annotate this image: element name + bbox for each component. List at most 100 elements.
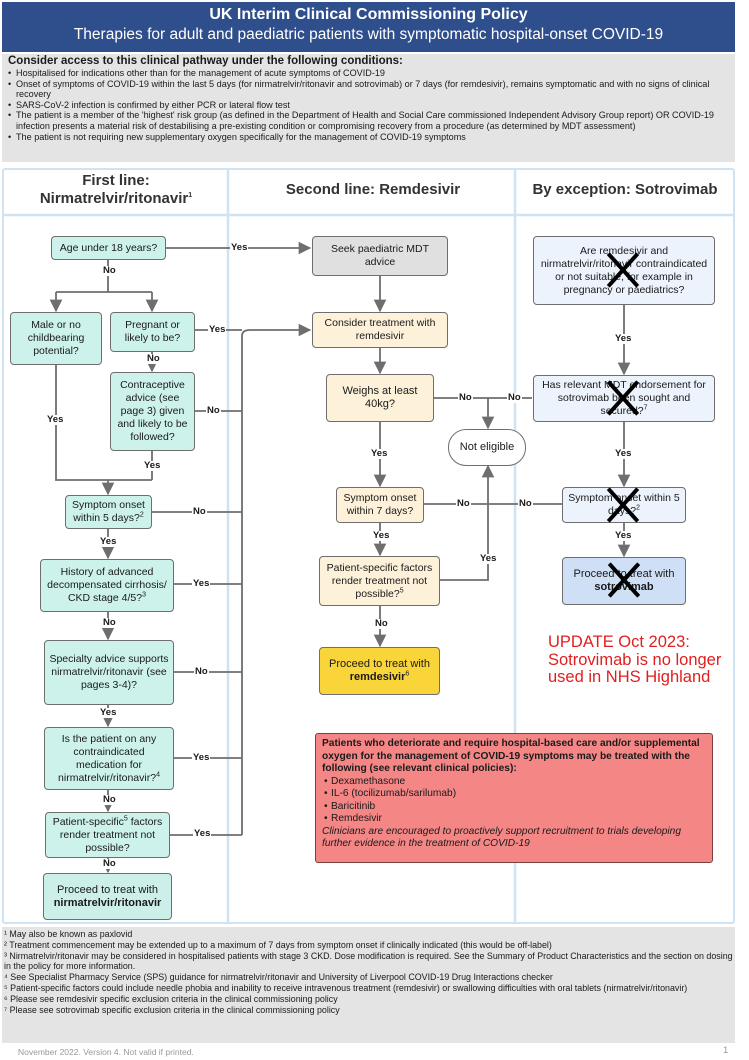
contraindicated-medication-box: Is the patient on any contraindicated me… (44, 727, 174, 790)
symptom-onset-5-box: Symptom onset within 5 days?2 (65, 495, 152, 529)
box-text: Specialty advice supports nirmatrelvir/r… (49, 653, 169, 691)
footnote-ref: 2 (139, 511, 144, 519)
first-line-drug: Nirmatrelvir/ritonavir1 (6, 190, 226, 208)
footnote: ² Treatment commencement may be extended… (4, 939, 552, 950)
box-text-main: Is the patient on any contraindicated me… (58, 732, 157, 784)
deterioration-list: Dexamethasone IL-6 (tocilizumab/sariluma… (322, 776, 706, 826)
label-no: No (146, 353, 161, 364)
cross-out-icon (606, 381, 640, 415)
male-question-box: Male or no childbearing potential? (10, 312, 102, 365)
box-text: Seek paediatric MDT advice (330, 243, 430, 268)
label-yes: Yes (193, 828, 212, 839)
label-yes: Yes (370, 448, 389, 459)
box-text: Is the patient on any contraindicated me… (48, 733, 170, 785)
label-no: No (518, 498, 533, 509)
condition-item: Hospitalised for indications other than … (8, 68, 729, 79)
box-text-main: Symptom onset within 5 days? (72, 499, 145, 524)
box-text: Patient-specific5 factors render treatme… (49, 815, 166, 855)
label-yes: Yes (192, 752, 211, 763)
patient-specific-factors-box: Patient-specific5 factors render treatme… (45, 812, 170, 858)
label-yes: Yes (46, 414, 65, 425)
contraceptive-question-box: Contraceptive advice (see page 3) given … (110, 372, 195, 451)
policy-subtitle: Therapies for adult and paediatric patie… (73, 26, 664, 43)
deterioration-box: Patients who deteriorate and require hos… (315, 733, 713, 863)
label-yes: Yes (614, 530, 633, 541)
cross-out-icon (607, 563, 641, 597)
sotrovimab-contraindication-box: Are remdesivir and nirmatrelvir/ritonavi… (533, 236, 715, 305)
cross-out-icon (606, 488, 640, 522)
conditions-list: Hospitalised for indications other than … (8, 68, 729, 142)
label-no: No (206, 405, 221, 416)
label-yes: Yes (99, 707, 118, 718)
label-yes: Yes (99, 536, 118, 547)
column-header-first-line: First line: Nirmatrelvir/ritonavir1 (6, 172, 226, 208)
label-no: No (194, 666, 209, 677)
proceed-remdesivir-box: Proceed to treat with remdesivir6 (319, 647, 440, 695)
footnote: ⁵ Patient-specific factors could include… (4, 982, 688, 993)
label-no: No (192, 506, 207, 517)
label-no: No (102, 794, 117, 805)
footnote-ref: 5 (399, 587, 404, 594)
box-text: Proceed to treat with (329, 658, 430, 670)
condition-item: The patient is a member of the 'highest'… (8, 110, 729, 131)
cirrhosis-question-box: History of advanced decompensated cirrho… (40, 559, 174, 612)
condition-item: The patient is not requiring new supplem… (8, 132, 729, 143)
not-eligible-terminal: Not eligible (448, 429, 526, 466)
box-text: Patient-specific factors render treatmen… (323, 562, 436, 601)
box-text: Age under 18 years? (59, 241, 158, 254)
pathway-panel (2, 168, 735, 924)
conditions-section: Consider access to this clinical pathway… (2, 54, 735, 162)
deterioration-note: Clinicians are encouraged to proactively… (322, 825, 682, 850)
symptom-onset-7-box: Symptom onset within 7 days? (336, 487, 424, 523)
column-header-second-line: Second line: Remdesivir (285, 181, 461, 198)
box-text: History of advanced decompensated cirrho… (44, 566, 170, 605)
label-no: No (374, 618, 389, 629)
footnote-ref: 6 (405, 670, 410, 678)
box-text-drug-wrap: remdesivir6 (349, 670, 410, 684)
deterioration-item: Dexamethasone (322, 776, 706, 789)
label-no: No (102, 265, 117, 276)
patient-factors-remdesivir-box: Patient-specific factors render treatmen… (319, 556, 440, 606)
label-yes: Yes (372, 530, 391, 541)
box-text-drug: remdesivir (349, 671, 406, 683)
label-yes: Yes (614, 448, 633, 459)
box-text: Symptom onset within 5 days?2 (69, 499, 148, 525)
footnotes-section: ¹ May also be known as paxlovid ² Treatm… (2, 927, 735, 1043)
label-yes: Yes (143, 460, 162, 471)
weight-question-box: Weighs at least 40kg? (326, 374, 434, 422)
deterioration-item: IL-6 (tocilizumab/sarilumab) (322, 788, 706, 801)
footnote-ref: 7 (643, 404, 648, 412)
first-line-label: First line: (82, 172, 150, 189)
page-number: 1 (723, 1045, 729, 1056)
footnote: ⁶ Please see remdesivir specific exclusi… (4, 993, 338, 1004)
box-text: Proceed to treat with (57, 883, 158, 896)
box-text: Pregnant or likely to be? (124, 319, 181, 344)
conditions-heading: Consider access to this clinical pathway… (8, 55, 403, 67)
label-yes: Yes (208, 324, 227, 335)
box-text-a: Patient-specific (52, 815, 124, 828)
box-text: Weighs at least 40kg? (342, 385, 418, 410)
deterioration-item: Baricitinib (322, 801, 706, 814)
box-text-drug: nirmatrelvir/ritonavir (53, 896, 162, 909)
box-text: Not eligible (459, 441, 515, 453)
box-text: Contraceptive advice (see page 3) given … (117, 379, 188, 443)
update-notice: UPDATE Oct 2023: Sotrovimab is no longer… (548, 633, 722, 686)
footnote-ref: 5 (123, 815, 128, 822)
label-yes: Yes (230, 242, 249, 253)
label-no: No (458, 392, 473, 403)
label-no: No (102, 858, 117, 869)
seek-mdt-box: Seek paediatric MDT advice (312, 236, 448, 276)
policy-title: UK Interim Clinical Commissioning Policy (209, 6, 528, 23)
condition-item: SARS-CoV-2 infection is confirmed by eit… (8, 100, 729, 111)
footnote: ⁴ See Specialist Pharmacy Service (SPS) … (4, 972, 553, 983)
footnote: ¹ May also be known as paxlovid (4, 929, 133, 939)
age-question-box: Age under 18 years? (51, 236, 166, 260)
specialty-advice-box: Specialty advice supports nirmatrelvir/r… (44, 640, 174, 705)
proceed-nirmatrelvir-box: Proceed to treat with nirmatrelvir/riton… (43, 873, 172, 920)
column-header-exception: By exception: Sotrovimab (532, 181, 718, 198)
first-line-drug-name: Nirmatrelvir/ritonavir (39, 190, 189, 207)
deterioration-heading: Patients who deteriorate and require hos… (322, 738, 700, 774)
version-text: November 2022. Version 4. Not valid if p… (18, 1047, 194, 1057)
footnote: ⁷ Please see sotrovimab specific exclusi… (4, 1004, 340, 1015)
footnote-ref: 1 (188, 192, 193, 199)
